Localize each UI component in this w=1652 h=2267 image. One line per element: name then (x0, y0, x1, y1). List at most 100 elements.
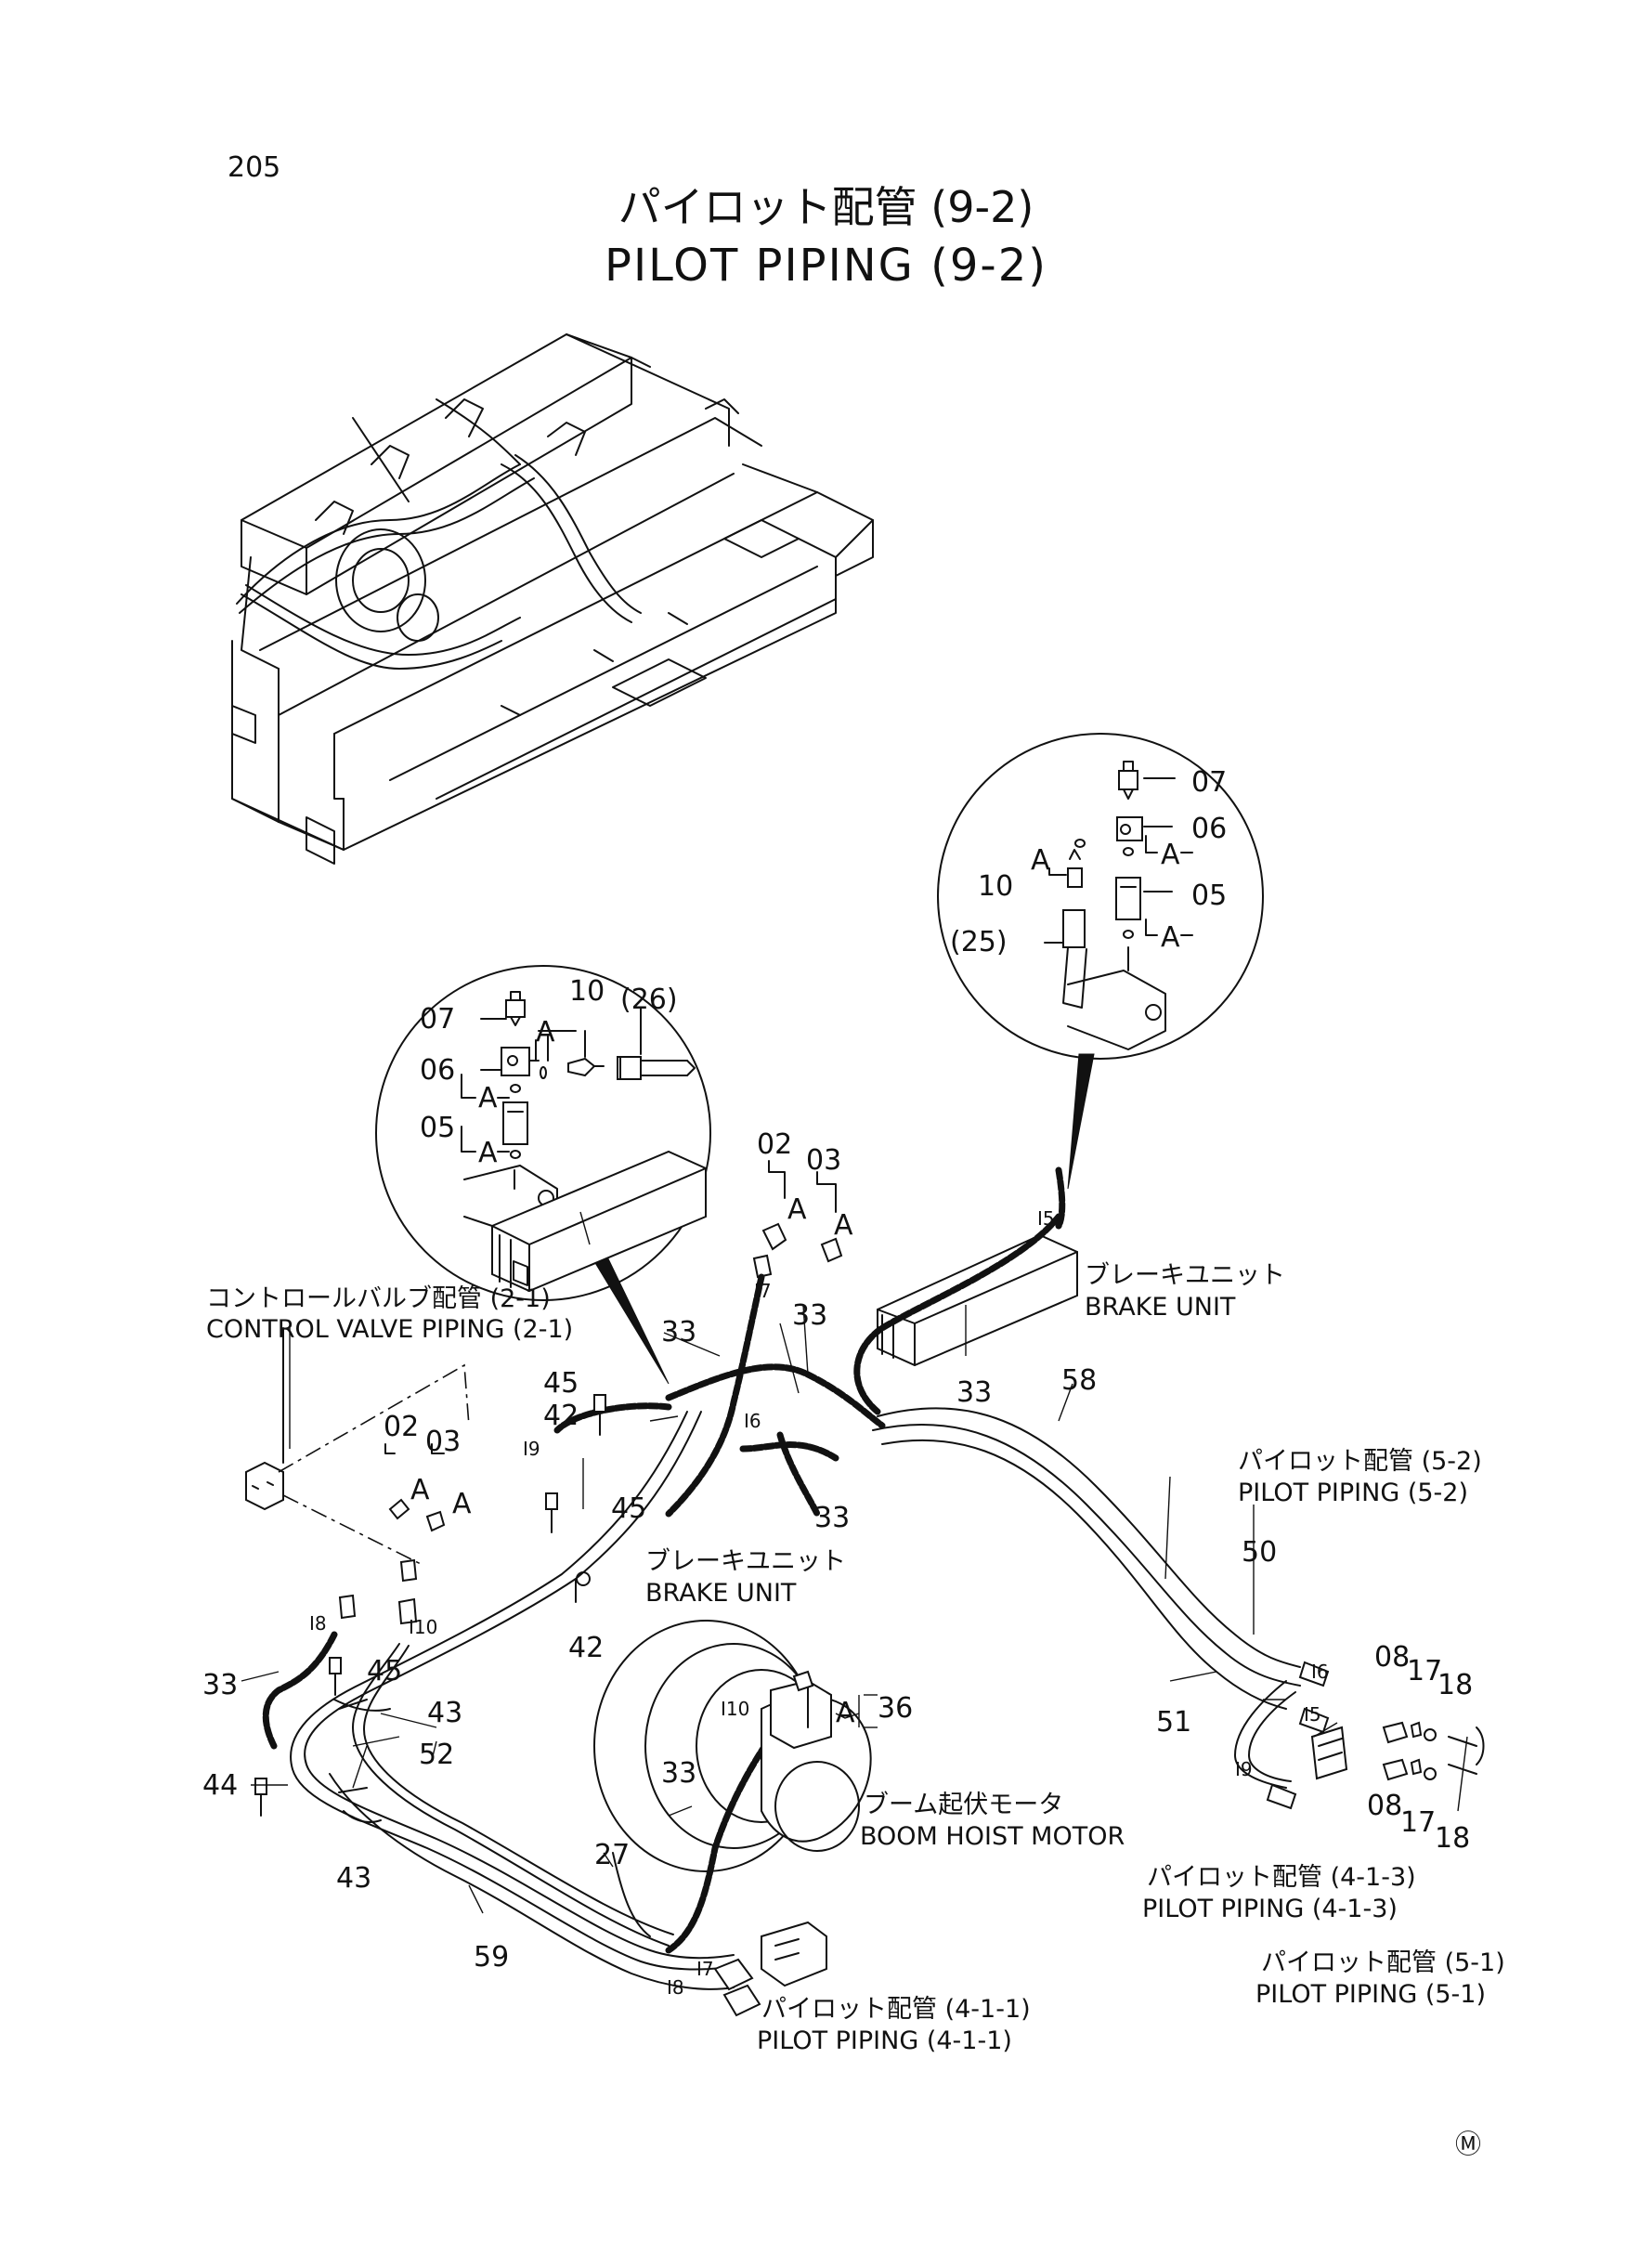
part-36: 36 (878, 1692, 914, 1725)
part-02-center: 02 (757, 1128, 793, 1161)
joint-i9-right: I9 (1235, 1758, 1253, 1780)
detail-right-07: 07 (1191, 766, 1228, 799)
part-52: 52 (419, 1739, 455, 1771)
pilot-5-2-ref-en: PILOT PIPING (5-2) (1238, 1479, 1469, 1507)
part-43-a: 43 (427, 1697, 463, 1729)
part-59: 59 (474, 1941, 510, 1974)
joint-i7-bottom: I7 (696, 1958, 714, 1980)
joint-i7-center: I7 (754, 1280, 772, 1302)
part-50: 50 (1242, 1536, 1278, 1569)
part-a-center-1: A (787, 1193, 807, 1226)
detail-left-07: 07 (420, 1003, 456, 1036)
part-33-e: 33 (202, 1669, 239, 1701)
part-44: 44 (202, 1769, 239, 1802)
detail-right-10: 10 (978, 870, 1014, 903)
part-a-center-2: A (834, 1209, 853, 1242)
joint-i8-left: I8 (309, 1612, 327, 1635)
part-a-left-2: A (452, 1488, 472, 1520)
part-45-b: 45 (611, 1492, 647, 1525)
part-a-36: A (836, 1697, 855, 1729)
center-fittings (752, 1160, 843, 1279)
part-27: 27 (594, 1839, 631, 1871)
part-58: 58 (1061, 1364, 1098, 1397)
joint-i10-motor: I10 (721, 1698, 750, 1720)
joint-i5-right: I5 (1304, 1703, 1321, 1726)
pilot-5-2-ref-jp: パイロット配管 (5-2) (1238, 1447, 1482, 1476)
part-18-a: 18 (1437, 1669, 1474, 1701)
detail-right-a2: A (1161, 839, 1180, 871)
part-42-a: 42 (543, 1400, 579, 1432)
brake-unit-left-jp: ブレーキユニット (645, 1547, 846, 1576)
clamps-and-bolts (254, 1394, 606, 1817)
part-a-left-1: A (410, 1474, 430, 1506)
brake-unit-right-jp: ブレーキユニット (1085, 1261, 1285, 1290)
left-fittings (338, 1443, 446, 1625)
pilot-4-1-3-ref-en: PILOT PIPING (4-1-3) (1142, 1895, 1398, 1923)
part-45-c: 45 (367, 1655, 403, 1687)
part-02-left: 02 (384, 1411, 420, 1443)
corner-mark: Ⓜ (1455, 2129, 1482, 2159)
brake-unit-right-en: BRAKE UNIT (1085, 1293, 1236, 1322)
detail-left-10: 10 (569, 975, 605, 1008)
boom-hoist-motor-jp: ブーム起伏モータ (864, 1791, 1064, 1819)
page-title-en: PILOT PIPING (9-2) (605, 240, 1047, 292)
part-08-a: 08 (1374, 1641, 1411, 1674)
detail-right-06: 06 (1191, 813, 1228, 845)
joint-i8-bottom: I8 (667, 1976, 684, 1999)
part-33-b: 33 (792, 1299, 828, 1332)
boom-hoist-motor (593, 1620, 872, 1987)
part-51: 51 (1156, 1706, 1192, 1739)
pipe-bundle (872, 1407, 1330, 1810)
detail-right-25: (25) (950, 926, 1008, 958)
control-valve-block (245, 1327, 284, 1511)
detail-left-26: (26) (620, 984, 678, 1016)
part-03-left: 03 (425, 1426, 462, 1458)
page-title-jp: パイロット配管 (9-2) (618, 182, 1034, 232)
boom-hoist-motor-en: BOOM HOIST MOTOR (860, 1822, 1125, 1851)
pilot-5-1-ref-jp: パイロット配管 (5-1) (1261, 1948, 1505, 1977)
detail-circle-left (375, 965, 711, 1301)
right-fittings (1310, 1721, 1485, 1781)
detail-right-a3: A (1161, 921, 1180, 954)
part-17-a: 17 (1407, 1655, 1443, 1687)
brake-unit-left-en: BRAKE UNIT (645, 1579, 797, 1608)
part-33-a: 33 (661, 1316, 697, 1348)
control-valve-ref-jp: コントロールバルブ配管 (2-1) (206, 1284, 551, 1313)
detail-left-a3: A (478, 1137, 498, 1169)
part-33-c: 33 (956, 1376, 993, 1409)
detail-left-06: 06 (420, 1054, 456, 1087)
part-42-b: 42 (568, 1632, 605, 1664)
part-43-b: 43 (336, 1862, 372, 1895)
callout-pointer-right (1067, 1053, 1095, 1190)
detail-right-a1: A (1031, 844, 1050, 877)
pilot-4-1-1-ref-en: PILOT PIPING (4-1-1) (757, 2026, 1012, 2055)
detail-left-a1: A (536, 1016, 555, 1049)
part-33-d: 33 (814, 1502, 851, 1534)
long-pipes (290, 1411, 761, 2017)
pilot-5-1-ref-en: PILOT PIPING (5-1) (1255, 1980, 1487, 2009)
joint-i10-left: I10 (409, 1616, 438, 1638)
part-18-b: 18 (1435, 1822, 1471, 1855)
dash-centerline (278, 1363, 470, 1566)
brake-unit-left (491, 1150, 707, 1293)
detail-right-05: 05 (1191, 879, 1228, 912)
joint-i9-left: I9 (523, 1438, 540, 1460)
joint-i5-upper: I5 (1037, 1207, 1055, 1230)
joint-i6-right: I6 (1311, 1661, 1329, 1683)
brake-unit-right (877, 1233, 1078, 1367)
part-33-f: 33 (661, 1757, 697, 1790)
leader-lines (241, 1211, 1468, 1914)
part-08-b: 08 (1367, 1790, 1403, 1822)
part-45-a: 45 (543, 1367, 579, 1400)
detail-left-05: 05 (420, 1112, 456, 1144)
detail-circle-right (937, 733, 1264, 1060)
callout-pointer-left (586, 1248, 670, 1385)
pilot-4-1-3-ref-jp: パイロット配管 (4-1-3) (1147, 1863, 1416, 1892)
joint-i6-center: I6 (744, 1410, 761, 1432)
part-03-center: 03 (806, 1144, 842, 1177)
part-17-b: 17 (1400, 1806, 1437, 1839)
page-number: 205 (228, 151, 281, 184)
detail-left-a2: A (478, 1082, 498, 1114)
